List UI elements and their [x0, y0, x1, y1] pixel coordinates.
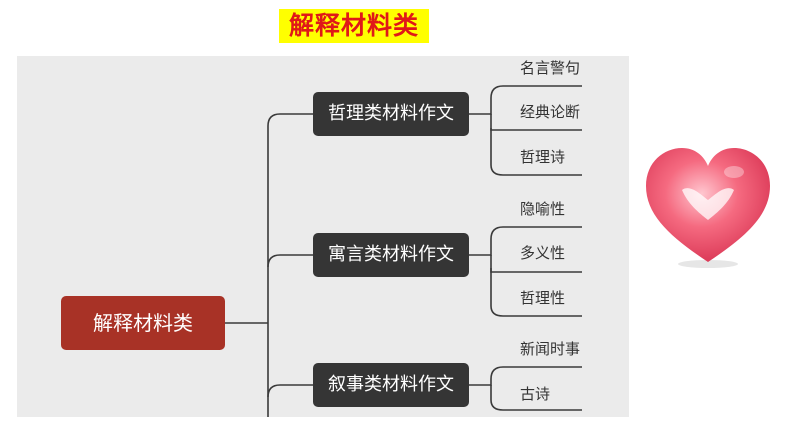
- leaf-node: 名言警句: [520, 59, 581, 77]
- leaf-connector-4: [469, 226, 582, 256]
- category-node-philosophy: 哲理类材料作文: [313, 92, 469, 136]
- leaf-node: 多义性: [520, 244, 566, 262]
- branch-connector-3: [267, 384, 313, 398]
- leaf-connector-7: [469, 366, 582, 386]
- leaf-node: 古诗: [520, 385, 551, 403]
- leaf-node: 哲理诗: [520, 148, 566, 166]
- category-node-fable: 寓言类材料作文: [313, 233, 469, 277]
- page-title: 解释材料类: [279, 9, 429, 43]
- leaf-node: 隐喻性: [520, 200, 566, 218]
- branch-connector-2: [267, 254, 313, 268]
- category-node-narrative: 叙事类材料作文: [313, 363, 469, 407]
- root-node: 解释材料类: [61, 296, 225, 350]
- leaf-node: 哲理性: [520, 289, 566, 307]
- leaf-node: 经典论断: [520, 103, 581, 121]
- leaf-connector-8: [490, 385, 582, 411]
- leaf-connector-6: [490, 268, 582, 317]
- leaf-connector-3: [490, 128, 582, 176]
- trunk-connector: [267, 113, 313, 417]
- leaf-connector-1: [469, 85, 582, 115]
- heart-icon: [646, 148, 770, 268]
- leaf-node: 新闻时事: [520, 340, 581, 358]
